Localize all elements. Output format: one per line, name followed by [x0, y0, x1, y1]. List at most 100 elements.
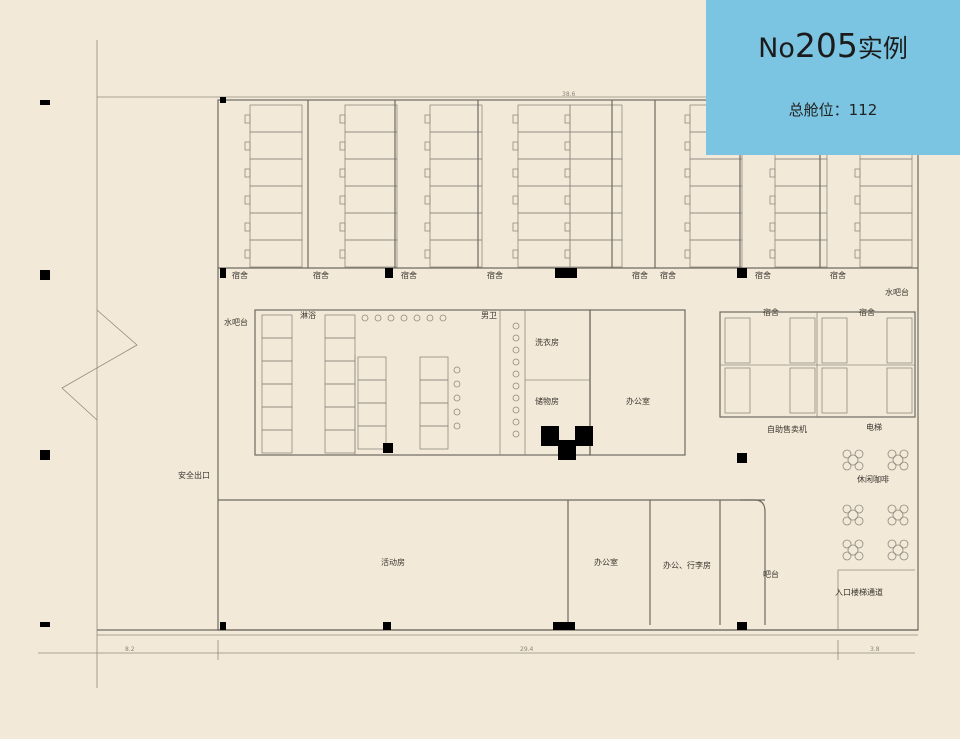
shower-stall — [324, 429, 356, 454]
capsule-bed — [249, 131, 303, 160]
label-entrance: 入口楼梯通道 — [835, 587, 883, 597]
cafe-chair — [842, 504, 852, 514]
washer — [512, 346, 520, 354]
washer — [512, 406, 520, 414]
dim-top: 38.6 — [562, 91, 576, 98]
capsule-step — [424, 168, 431, 178]
capsule-step — [244, 249, 251, 259]
capsule-bed — [689, 239, 743, 268]
label-dorm: 宿舍 — [859, 307, 875, 317]
capsule-step — [564, 114, 571, 124]
capsule-step — [684, 114, 691, 124]
shower-stall — [261, 314, 293, 339]
capsule-bed — [789, 367, 816, 414]
cafe-table — [892, 509, 904, 521]
capsule-step — [564, 141, 571, 151]
urinal — [400, 314, 408, 322]
structural-pillar — [541, 426, 559, 446]
capsule-step — [512, 168, 519, 178]
cafe-table — [847, 509, 859, 521]
title-suffix: 实例 — [857, 34, 908, 63]
capsule-step — [512, 141, 519, 151]
dim-left: 8.2 — [125, 646, 135, 653]
structural-pillar — [558, 440, 576, 460]
label-activity: 活动房 — [381, 557, 405, 567]
washer — [512, 418, 520, 426]
urinal — [413, 314, 421, 322]
capsule-step — [244, 141, 251, 151]
capsule-step — [244, 168, 251, 178]
cafe-chair — [887, 461, 897, 471]
cafe-chair — [842, 551, 852, 561]
capsule-step — [564, 249, 571, 259]
capsule-bed — [429, 158, 483, 187]
structural-pillar — [737, 622, 747, 630]
plan-walls — [38, 40, 920, 688]
title-prefix: No — [758, 33, 795, 64]
capsule-bed — [689, 185, 743, 214]
capsule-bed — [724, 367, 751, 414]
shower-stall — [324, 337, 356, 362]
label-vending: 自助售卖机 — [767, 424, 807, 434]
capsule-bed — [886, 317, 913, 364]
capsule-bed — [569, 131, 623, 160]
info-panel: No205实例 总舱位：112 — [706, 0, 960, 155]
dim-right: 3.8 — [870, 646, 880, 653]
capsule-bed — [517, 158, 571, 187]
label-dorm: 宿舍 — [755, 270, 771, 280]
capsule-bed — [344, 239, 398, 268]
capsule-bed — [859, 185, 913, 214]
capsule-bed — [821, 367, 848, 414]
cafe-chair — [854, 551, 864, 561]
shower-stall — [261, 383, 293, 408]
cafe-chair — [854, 449, 864, 459]
capsule-step — [244, 222, 251, 232]
label-office-luggage: 办公、行李房 — [663, 560, 711, 570]
capsule-step — [684, 195, 691, 205]
capsule-step — [564, 168, 571, 178]
cafe-chair — [842, 449, 852, 459]
cafe-chair — [887, 539, 897, 549]
toilet-stall — [419, 356, 449, 381]
capsule-step — [424, 195, 431, 205]
toilet-stall — [419, 402, 449, 427]
capsule-bed — [724, 317, 751, 364]
capsule-bed — [249, 104, 303, 133]
structural-pillar — [40, 450, 50, 460]
capsule-step — [244, 195, 251, 205]
label-dorm: 宿舍 — [830, 270, 846, 280]
label-dorm: 宿舍 — [313, 270, 329, 280]
cafe-chair — [887, 449, 897, 459]
capsule-bed — [774, 239, 828, 268]
capsule-step — [684, 141, 691, 151]
capsule-bed — [344, 131, 398, 160]
label-dorm: 宿舍 — [763, 307, 779, 317]
capsule-step — [339, 114, 346, 124]
cafe-chair — [887, 551, 897, 561]
capsule-step — [424, 141, 431, 151]
capsule-bed — [774, 158, 828, 187]
capsule-bed — [249, 212, 303, 241]
capsule-step — [244, 114, 251, 124]
label-elevator: 电梯 — [866, 422, 882, 432]
dim-middle: 29.4 — [520, 646, 534, 653]
washer — [512, 394, 520, 402]
capsule-step — [684, 249, 691, 259]
capsule-bed — [886, 367, 913, 414]
capsule-bed — [569, 212, 623, 241]
capsule-step — [769, 195, 776, 205]
cafe-chair — [899, 449, 909, 459]
cafe-chair — [899, 461, 909, 471]
capsule-step — [854, 249, 861, 259]
capsule-step — [339, 249, 346, 259]
capsule-bed — [429, 131, 483, 160]
sink — [453, 408, 461, 416]
shower-stall — [324, 314, 356, 339]
capsule-bed — [429, 212, 483, 241]
capsule-bed — [344, 185, 398, 214]
capsule-step — [339, 195, 346, 205]
shower-stall — [261, 360, 293, 385]
shower-stall — [324, 360, 356, 385]
shower-stall — [261, 406, 293, 431]
washer — [512, 370, 520, 378]
